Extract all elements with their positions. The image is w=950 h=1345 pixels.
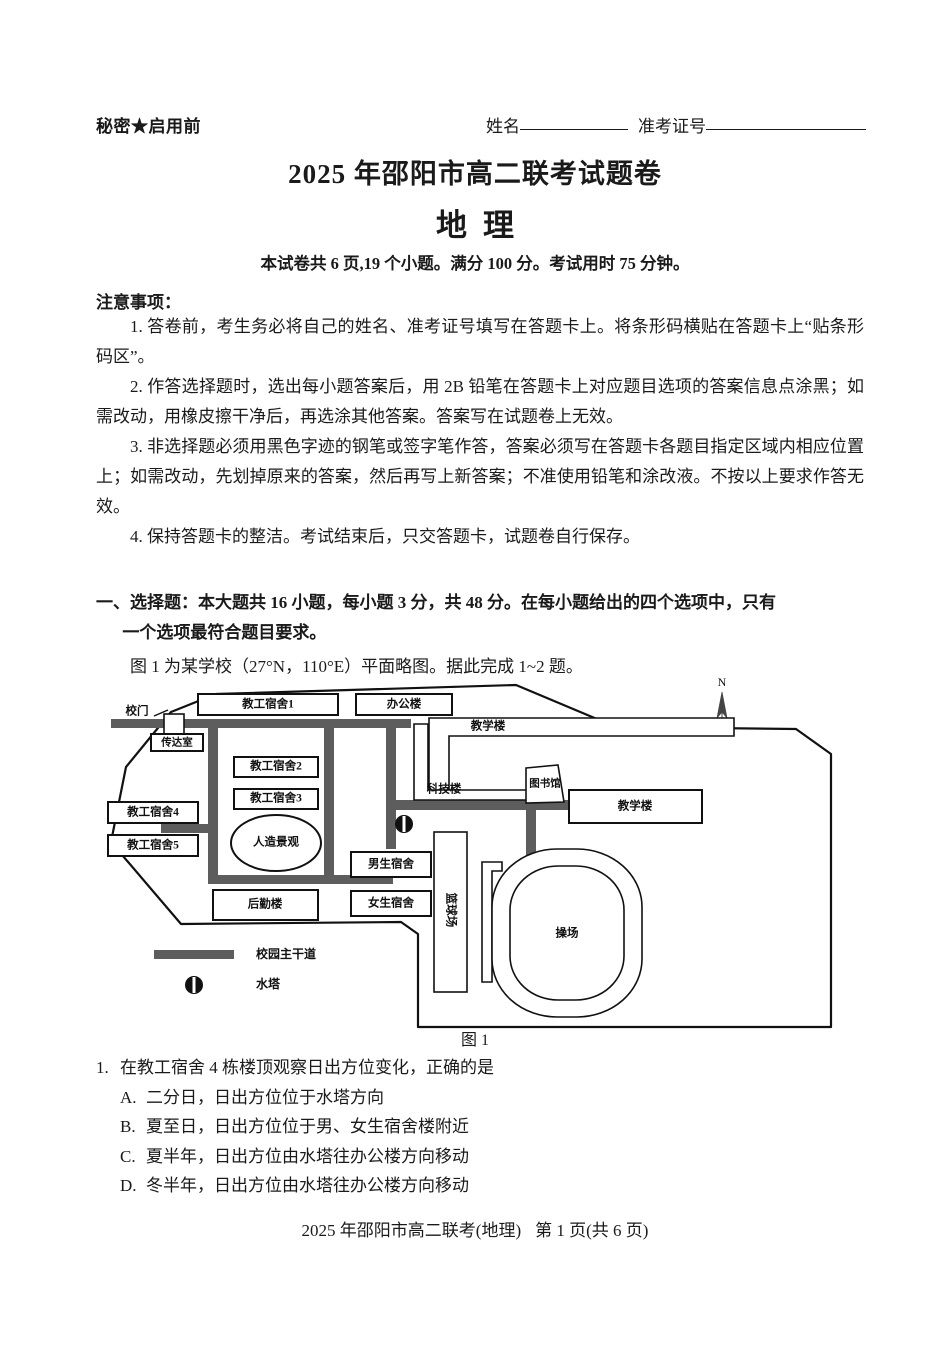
building-boys-dorm bbox=[350, 851, 432, 878]
building-label-teaching-north: 教学楼 bbox=[470, 719, 506, 733]
building-label-teaching-east: 教学楼 bbox=[617, 799, 653, 813]
building-girls-dorm bbox=[350, 890, 432, 917]
question-1-text: 在教工宿舍 4 栋楼顶观察日出方位变化，正确的是 bbox=[120, 1058, 494, 1077]
building-label-library: 图书馆 bbox=[529, 776, 561, 789]
building-label-basketball: 篮球场 bbox=[444, 892, 458, 928]
notice-item-4: 4. 保持答题卡的整洁。考试结束后，只交答题卡，试题卷自行保存。 bbox=[130, 527, 640, 546]
notice-item-2: 2. 作答选择题时，选出每小题答案后，用 2B 铅笔在答题卡上对应题目选项的答案… bbox=[96, 377, 864, 426]
building-dorm2 bbox=[233, 756, 319, 778]
building-label-playground: 操场 bbox=[556, 926, 579, 940]
option-d-text: 冬半年，日出方位由水塔往办公楼方向移动 bbox=[146, 1176, 469, 1195]
option-a-letter: A. bbox=[120, 1087, 137, 1107]
building-dorm5 bbox=[107, 834, 199, 857]
notice-item-1: 1. 答卷前，考生务必将自己的姓名、准考证号填写在答题卡上。将条形码横贴在答题卡… bbox=[96, 317, 864, 366]
gate-leader-line bbox=[153, 709, 169, 717]
exam-id-write-rule bbox=[706, 129, 866, 130]
building-label-dorm2: 教工宿舍2 bbox=[249, 759, 302, 773]
question-1-number: 1. bbox=[96, 1058, 109, 1077]
page-header: 秘密★启用前 姓名 准考证号 bbox=[96, 112, 866, 137]
building-label-office: 办公楼 bbox=[387, 697, 422, 711]
building-logistics bbox=[212, 889, 319, 921]
question-1-stem: 1. 在教工宿舍 4 栋楼顶观察日出方位变化，正确的是 bbox=[96, 1053, 866, 1083]
notice-item-3: 3. 非选择题必须用黑色字迹的钢笔或签字笔作答，答案必须写在答题卡各题目指定区域… bbox=[96, 437, 864, 516]
school-plan-map: N bbox=[107, 675, 833, 1029]
footer-page-number: 第 1 页(共 6 页) bbox=[535, 1221, 649, 1240]
option-a-text: 二分日，日出方位位于水塔方向 bbox=[146, 1087, 384, 1107]
building-label-dorm3: 教工宿舍3 bbox=[249, 791, 302, 805]
secret-notice: 秘密★启用前 bbox=[96, 117, 201, 136]
notice-list: 1. 答卷前，考生务必将自己的姓名、准考证号填写在答题卡上。将条形码横贴在答题卡… bbox=[96, 312, 864, 552]
figure-1: N bbox=[96, 672, 866, 1052]
compass-label: N bbox=[718, 675, 727, 689]
building-dorm1 bbox=[197, 693, 339, 716]
facility-playground-field bbox=[509, 865, 625, 1001]
question-1: 1. 在教工宿舍 4 栋楼顶观察日出方位变化，正确的是 A. 二分日，日出方位位… bbox=[96, 1053, 866, 1201]
water-tower-icon bbox=[395, 815, 413, 833]
building-label-doorman: 传达室 bbox=[160, 735, 193, 748]
building-label-boys-dorm: 男生宿舍 bbox=[368, 857, 414, 871]
page-footer: 2025 年邵阳市高二联考(地理) 第 1 页(共 6 页) bbox=[0, 1216, 950, 1241]
feature-landscape bbox=[230, 814, 322, 872]
footer-exam-name: 2025 年邵阳市高二联考(地理) bbox=[301, 1221, 522, 1240]
subject-title: 地理 bbox=[436, 208, 530, 243]
building-office bbox=[355, 693, 453, 716]
building-label-gate: 校门 bbox=[126, 704, 149, 718]
legend-swatch-water-tower bbox=[185, 976, 203, 994]
building-doorman-label-box bbox=[150, 733, 204, 752]
building-label-dorm5: 教工宿舍5 bbox=[126, 838, 179, 852]
compass-north-icon: N bbox=[716, 675, 728, 720]
building-dorm3 bbox=[233, 788, 319, 810]
legend-swatch-road bbox=[154, 950, 234, 959]
name-label: 姓名 bbox=[486, 117, 520, 136]
building-label-tech: 科技楼 bbox=[427, 782, 462, 796]
option-c-letter: C. bbox=[120, 1146, 136, 1166]
section-one-line2: 一个选项最符合题目要求。 bbox=[122, 623, 327, 642]
option-b-text: 夏至日，日出方位位于男、女生宿舍楼附近 bbox=[146, 1117, 469, 1136]
exam-id-label: 准考证号 bbox=[638, 117, 706, 136]
notice-heading: 注意事项： bbox=[96, 293, 181, 312]
building-label-dorm4: 教工宿舍4 bbox=[126, 805, 179, 819]
building-dorm4 bbox=[107, 801, 199, 824]
stem-intro: 图 1 为某学校（27°N，110°E）平面略图。据此完成 1~2 题。 bbox=[130, 657, 583, 676]
exam-meta: 本试卷共 6 页,19 个小题。满分 100 分。考试用时 75 分钟。 bbox=[260, 254, 690, 273]
legend-label-road: 校园主干道 bbox=[256, 946, 316, 961]
section-one-heading: 一、选择题：本大题共 16 小题，每小题 3 分，共 48 分。在每小题给出的四… bbox=[96, 588, 866, 648]
legend-label-water-tower: 水塔 bbox=[256, 976, 281, 991]
building-label-logistics: 后勤楼 bbox=[248, 897, 283, 911]
map-legend: 校园主干道 水塔 bbox=[154, 946, 316, 994]
building-label-dorm1: 教工宿舍1 bbox=[241, 697, 294, 711]
building-label-girls-dorm: 女生宿舍 bbox=[368, 896, 414, 910]
question-1-option-b[interactable]: B. 夏至日，日出方位位于男、女生宿舍楼附近 bbox=[96, 1112, 866, 1142]
question-1-option-d[interactable]: D. 冬半年，日出方位由水塔往办公楼方向移动 bbox=[96, 1171, 866, 1201]
option-d-letter: D. bbox=[120, 1176, 137, 1195]
option-c-text: 夏半年，日出方位由水塔往办公楼方向移动 bbox=[146, 1146, 469, 1166]
facility-basketball-court bbox=[433, 831, 468, 993]
building-library bbox=[525, 764, 565, 804]
figure-caption: 图 1 bbox=[460, 1032, 489, 1049]
question-1-option-c[interactable]: C. 夏半年，日出方位由水塔往办公楼方向移动 bbox=[96, 1142, 866, 1172]
option-b-letter: B. bbox=[120, 1117, 136, 1136]
page-title: 2025 年邵阳市高二联考试题卷 bbox=[288, 159, 662, 189]
question-1-option-a[interactable]: A. 二分日，日出方位位于水塔方向 bbox=[96, 1083, 866, 1113]
building-label-landscape: 人造景观 bbox=[253, 835, 299, 849]
building-teaching-east bbox=[568, 789, 703, 824]
name-write-rule bbox=[520, 129, 628, 130]
section-one-line1: 一、选择题：本大题共 16 小题，每小题 3 分，共 48 分。在每小题给出的四… bbox=[96, 593, 776, 612]
candidate-fields: 姓名 准考证号 bbox=[486, 112, 866, 137]
